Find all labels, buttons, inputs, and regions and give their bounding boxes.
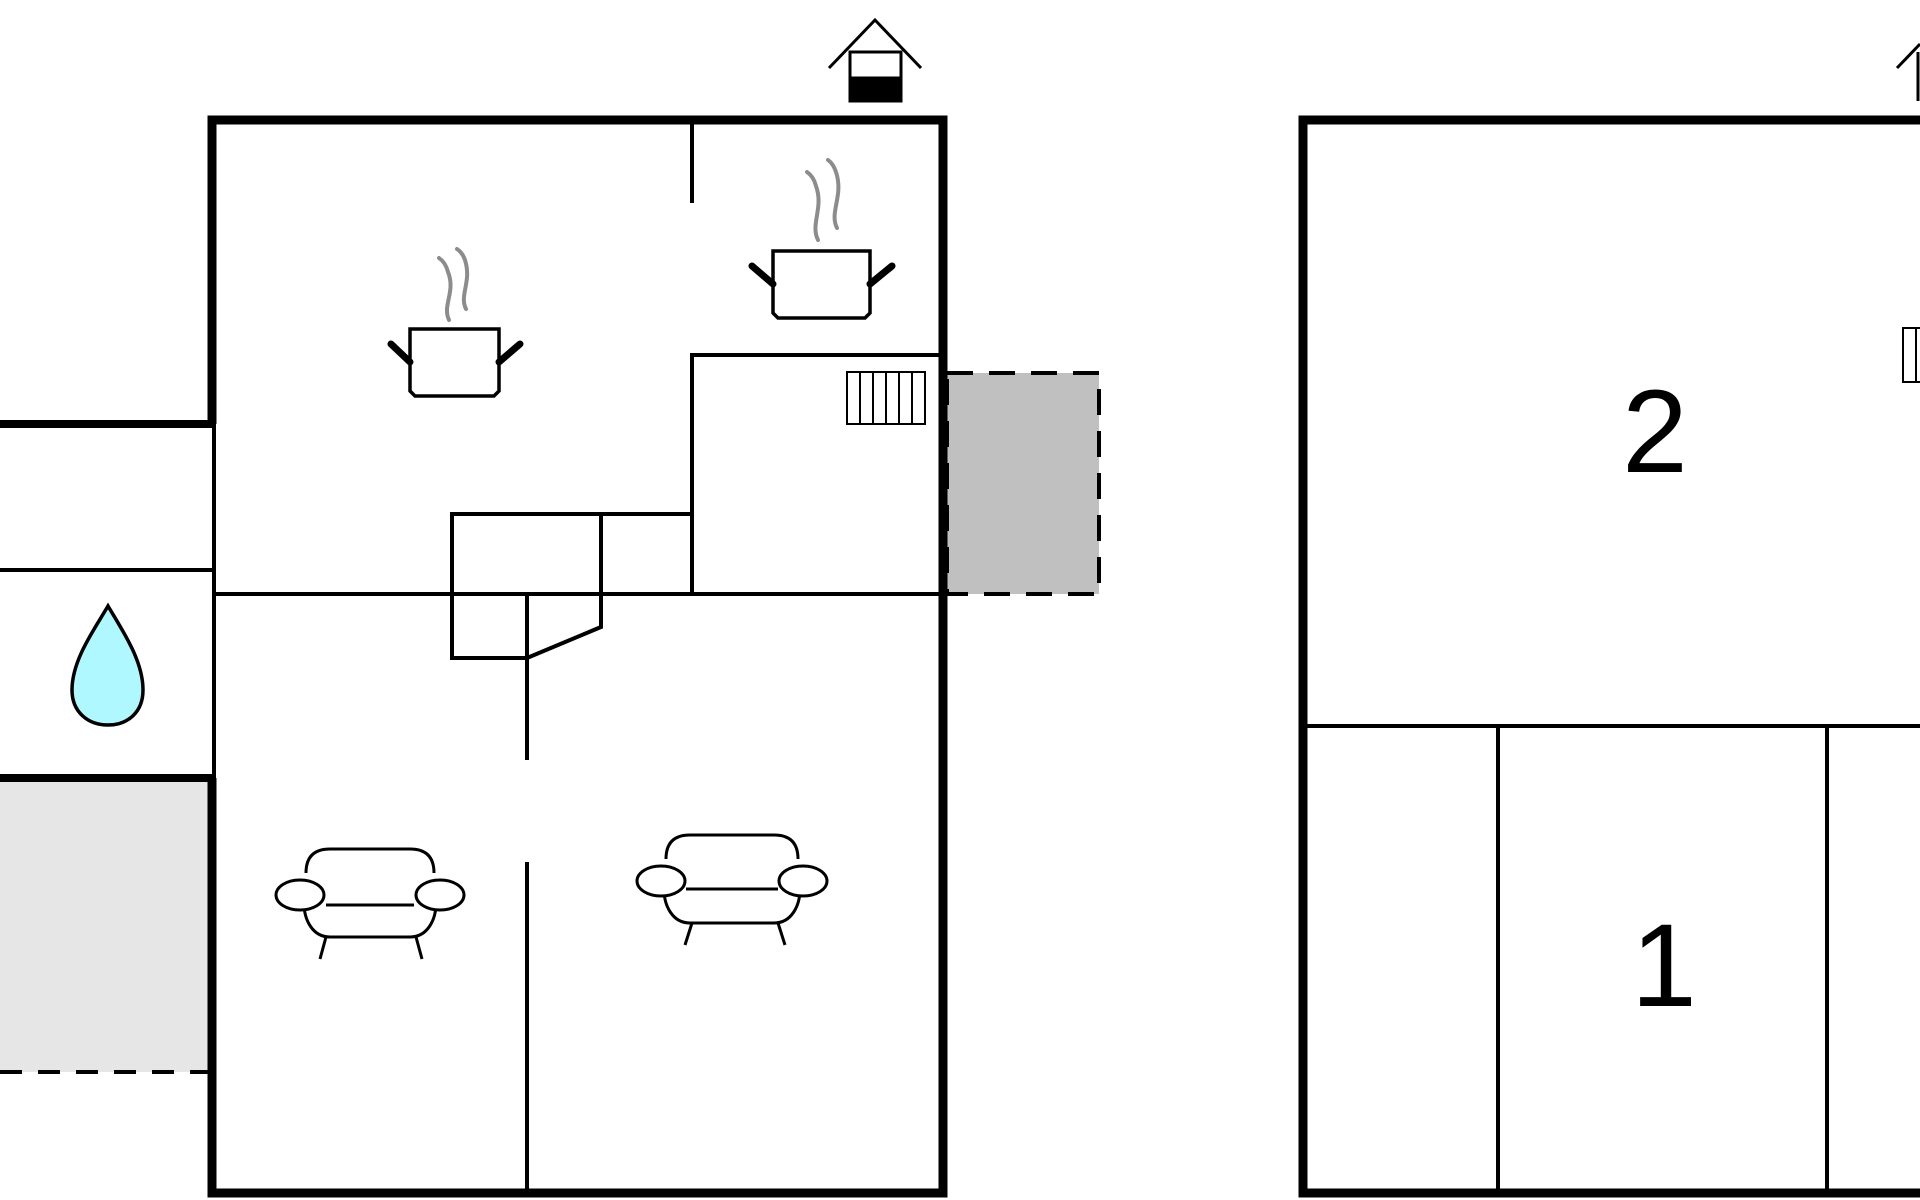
sofa-icon	[274, 847, 466, 960]
room-label-2: 2	[1622, 366, 1688, 498]
main-building-walls	[207, 115, 948, 1198]
cooking-pot-icon	[748, 158, 896, 320]
radiator-icon	[846, 371, 926, 425]
annex-walls	[0, 420, 216, 782]
room-label-1: 1	[1631, 900, 1697, 1032]
house-entrance-icon	[1895, 42, 1920, 101]
interior-walls	[216, 124, 939, 1189]
terrace	[945, 371, 1101, 596]
house-entrance-icon	[827, 17, 923, 103]
sofa-icon	[635, 833, 829, 946]
cooking-pot-icon	[387, 247, 524, 398]
water-drop-icon	[70, 602, 145, 727]
radiator-icon	[1902, 327, 1920, 383]
second-floor-walls	[1298, 115, 1920, 1198]
outside-area	[0, 780, 210, 1072]
